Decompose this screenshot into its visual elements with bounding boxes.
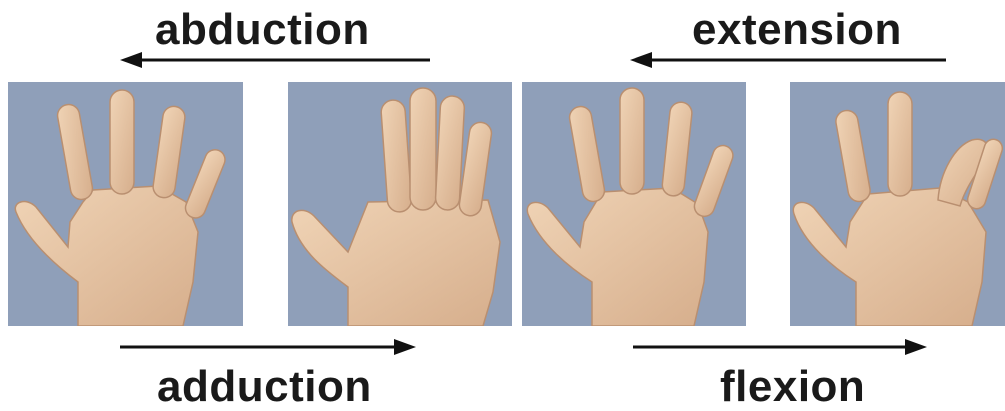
- flexion-label: flexion: [720, 365, 865, 409]
- extension-label: extension: [692, 8, 902, 52]
- adduction-label: adduction: [157, 365, 372, 409]
- hand-fingers-extended-photo: [522, 82, 746, 326]
- hand-fingers-spread-photo: [8, 82, 243, 326]
- hand-flexed-icon: [790, 82, 1005, 326]
- flexion-arrow-right: [633, 337, 929, 357]
- adduction-arrow-right: [120, 337, 418, 357]
- hand-extended-icon: [522, 82, 746, 326]
- abduction-label: abduction: [155, 8, 370, 52]
- hand-together-icon: [288, 82, 512, 326]
- extension-arrow-left: [628, 50, 946, 70]
- abduction-arrow-left: [118, 50, 430, 70]
- hand-finger-flexed-photo: [790, 82, 1005, 326]
- hand-fingers-together-photo: [288, 82, 512, 326]
- hand-spread-icon: [8, 82, 243, 326]
